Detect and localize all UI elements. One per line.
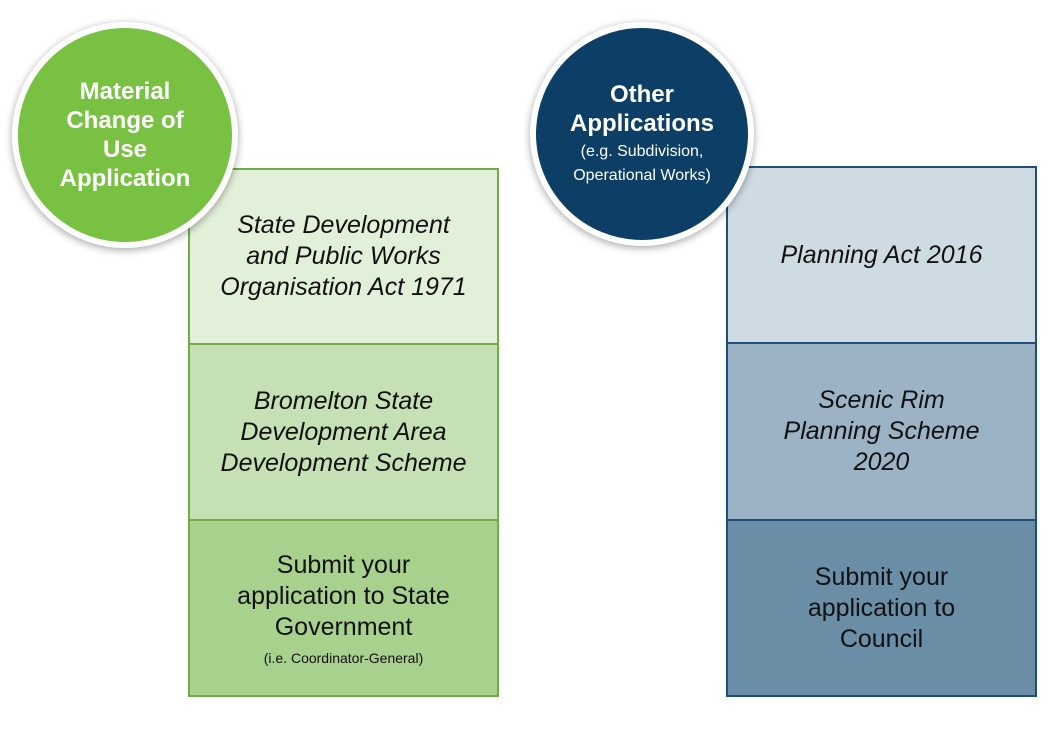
right-circle-title: Other Applications [569,81,714,137]
left-legislation-text: State Development and Public Works Organ… [220,211,467,301]
right-scheme-text: Scenic Rim Planning Scheme 2020 [783,386,980,476]
right-box-legislation: Planning Act 2016 [726,166,1037,344]
right-circle-subtitle: (e.g. Subdivision, Operational Works) [573,143,711,184]
right-box-submit: Submit your application to Council [726,519,1037,697]
right-legislation-text: Planning Act 2016 [780,240,983,269]
right-box-scheme: Scenic Rim Planning Scheme 2020 [726,342,1037,521]
right-submit-text: Submit your application to Council [807,562,956,653]
left-scheme-text: Bromelton State Development Area Develop… [220,386,467,477]
left-submit-text: Submit your application to State Governm… [237,550,450,641]
right-circle-heading: Other Applications (e.g. Subdivision, Op… [530,22,754,246]
left-circle-title: Material Change of Use Application [59,78,191,192]
left-submit-note: (i.e. Coordinator-General) [263,649,424,666]
left-box-legislation: State Development and Public Works Organ… [188,168,499,345]
left-circle-heading: Material Change of Use Application [12,22,238,248]
left-box-scheme: Bromelton State Development Area Develop… [188,343,499,521]
left-box-submit: Submit your application to State Governm… [188,519,499,697]
